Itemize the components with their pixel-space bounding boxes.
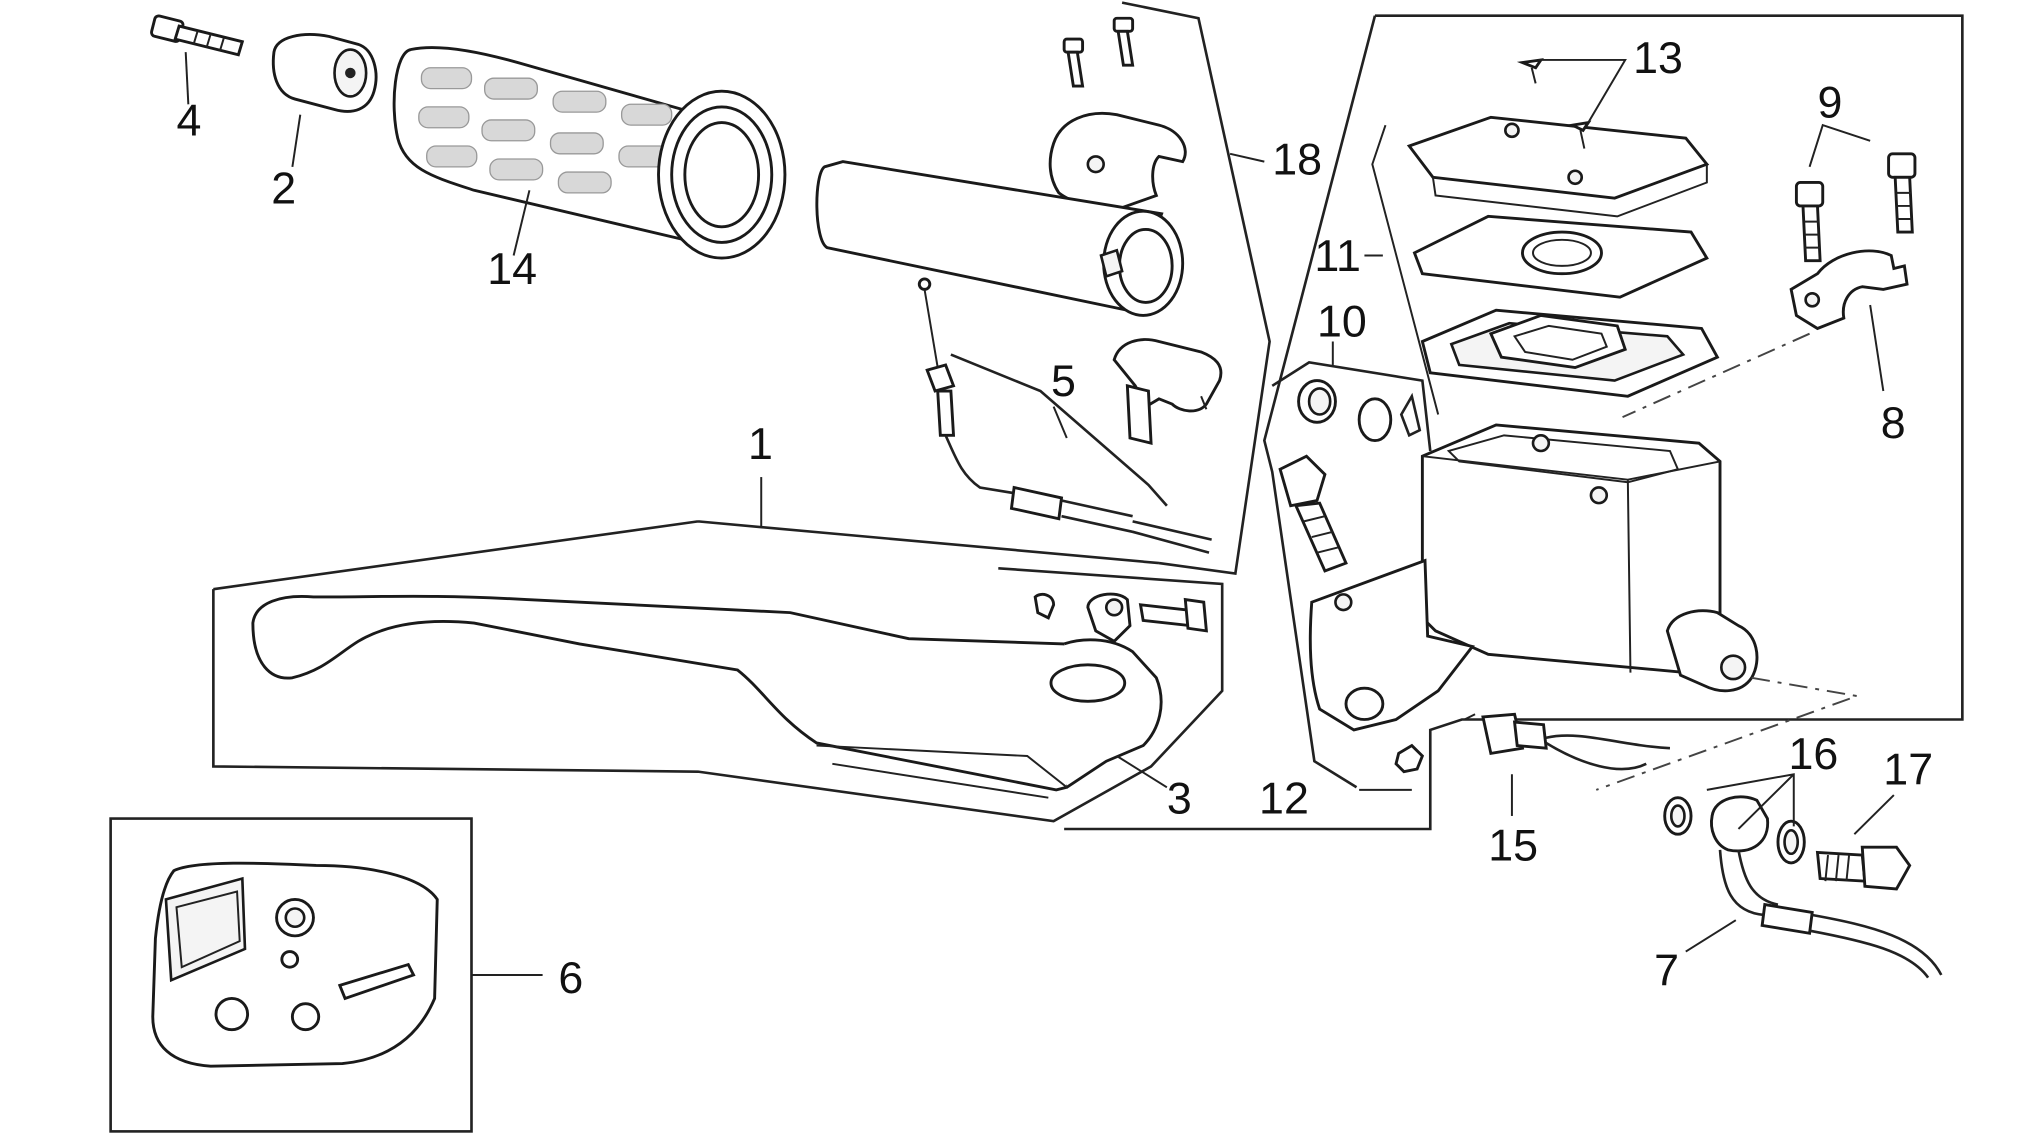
label-part-5: 5 — [1051, 357, 1076, 406]
label-part-8: 8 — [1881, 399, 1906, 448]
label-part-16: 16 — [1789, 730, 1839, 779]
handlebar-grip-part-14 — [392, 46, 787, 260]
label-part-17: 17 — [1883, 746, 1933, 795]
master-cylinder-assembly — [1064, 14, 1964, 831]
label-part-12: 12 — [1259, 775, 1309, 824]
throttle-cable-part-5 — [917, 277, 1212, 554]
switch-housing-inset-part-6 — [109, 817, 543, 1133]
label-part-3: 3 — [1167, 775, 1192, 824]
label-part-4: 4 — [176, 97, 201, 146]
label-part-6: 6 — [558, 954, 583, 1003]
throttle-assembly-part-18 — [815, 1, 1271, 575]
brake-lever-part-1 — [212, 477, 1224, 823]
label-part-2: 2 — [271, 165, 296, 214]
label-part-9: 9 — [1817, 79, 1842, 128]
brake-hose-part-7 — [1663, 773, 1943, 979]
label-part-15: 15 — [1488, 821, 1538, 870]
label-part-1: 1 — [748, 420, 773, 469]
label-part-18: 18 — [1272, 136, 1322, 185]
label-part-11: 11 — [1314, 232, 1360, 281]
label-part-7: 7 — [1654, 947, 1679, 996]
bar-end-weight-part-2 — [271, 33, 378, 167]
stop-switch-part-15 — [1464, 712, 1671, 816]
label-part-10: 10 — [1317, 297, 1367, 346]
bolt-part-4 — [150, 14, 245, 105]
label-part-13: 13 — [1633, 34, 1683, 83]
label-part-14: 14 — [487, 245, 537, 294]
part-labels: 1 2 3 4 5 6 7 8 9 10 11 12 13 14 15 16 1… — [176, 34, 1933, 1003]
